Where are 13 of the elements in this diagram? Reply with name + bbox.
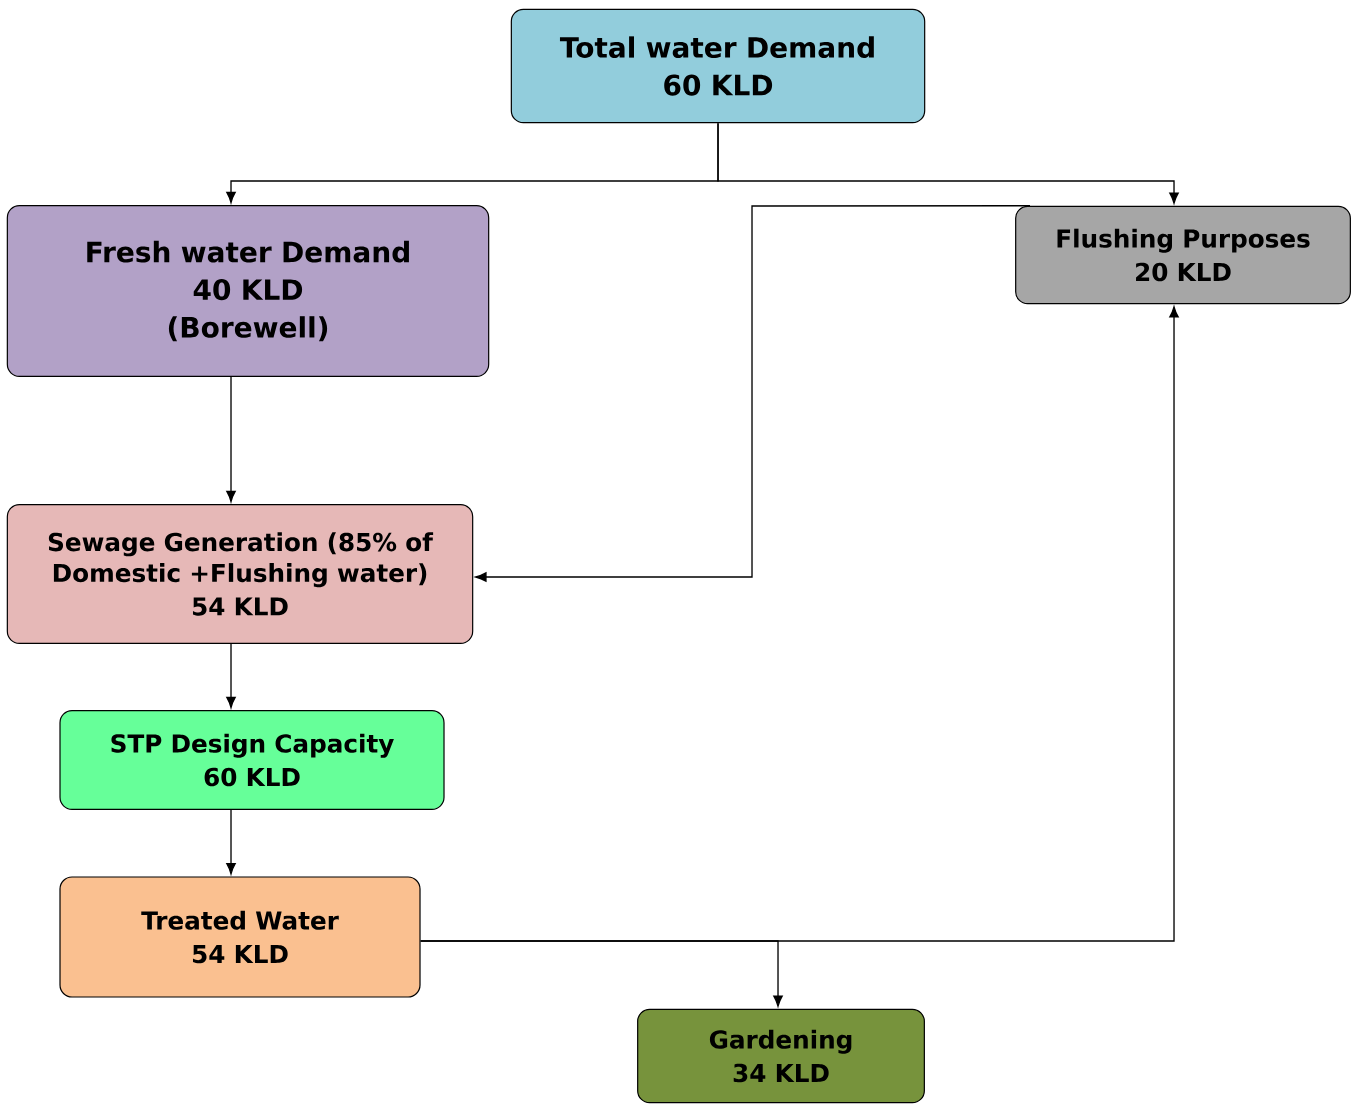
process-box: STP Design Capacity 60 KLD bbox=[59, 710, 445, 810]
process-box: Treated Water 54 KLD bbox=[59, 876, 421, 998]
arrow bbox=[226, 809, 236, 875]
process-box: Flushing Purposes 20 KLD bbox=[1015, 205, 1351, 305]
process-box: Sewage Generation (85% of Domestic +Flushing water) 54 KLD bbox=[6, 504, 474, 644]
arrow bbox=[419, 940, 783, 1007]
arrow bbox=[226, 376, 236, 503]
arrow bbox=[226, 643, 236, 709]
arrow bbox=[717, 122, 1179, 204]
process-box: Fresh water Demand 40 KLD (Borewell) bbox=[6, 205, 490, 377]
process-box: Gardening 34 KLD bbox=[637, 1008, 925, 1104]
process-box: Total water Demand 60 KLD bbox=[510, 8, 926, 124]
arrow bbox=[475, 205, 1031, 582]
